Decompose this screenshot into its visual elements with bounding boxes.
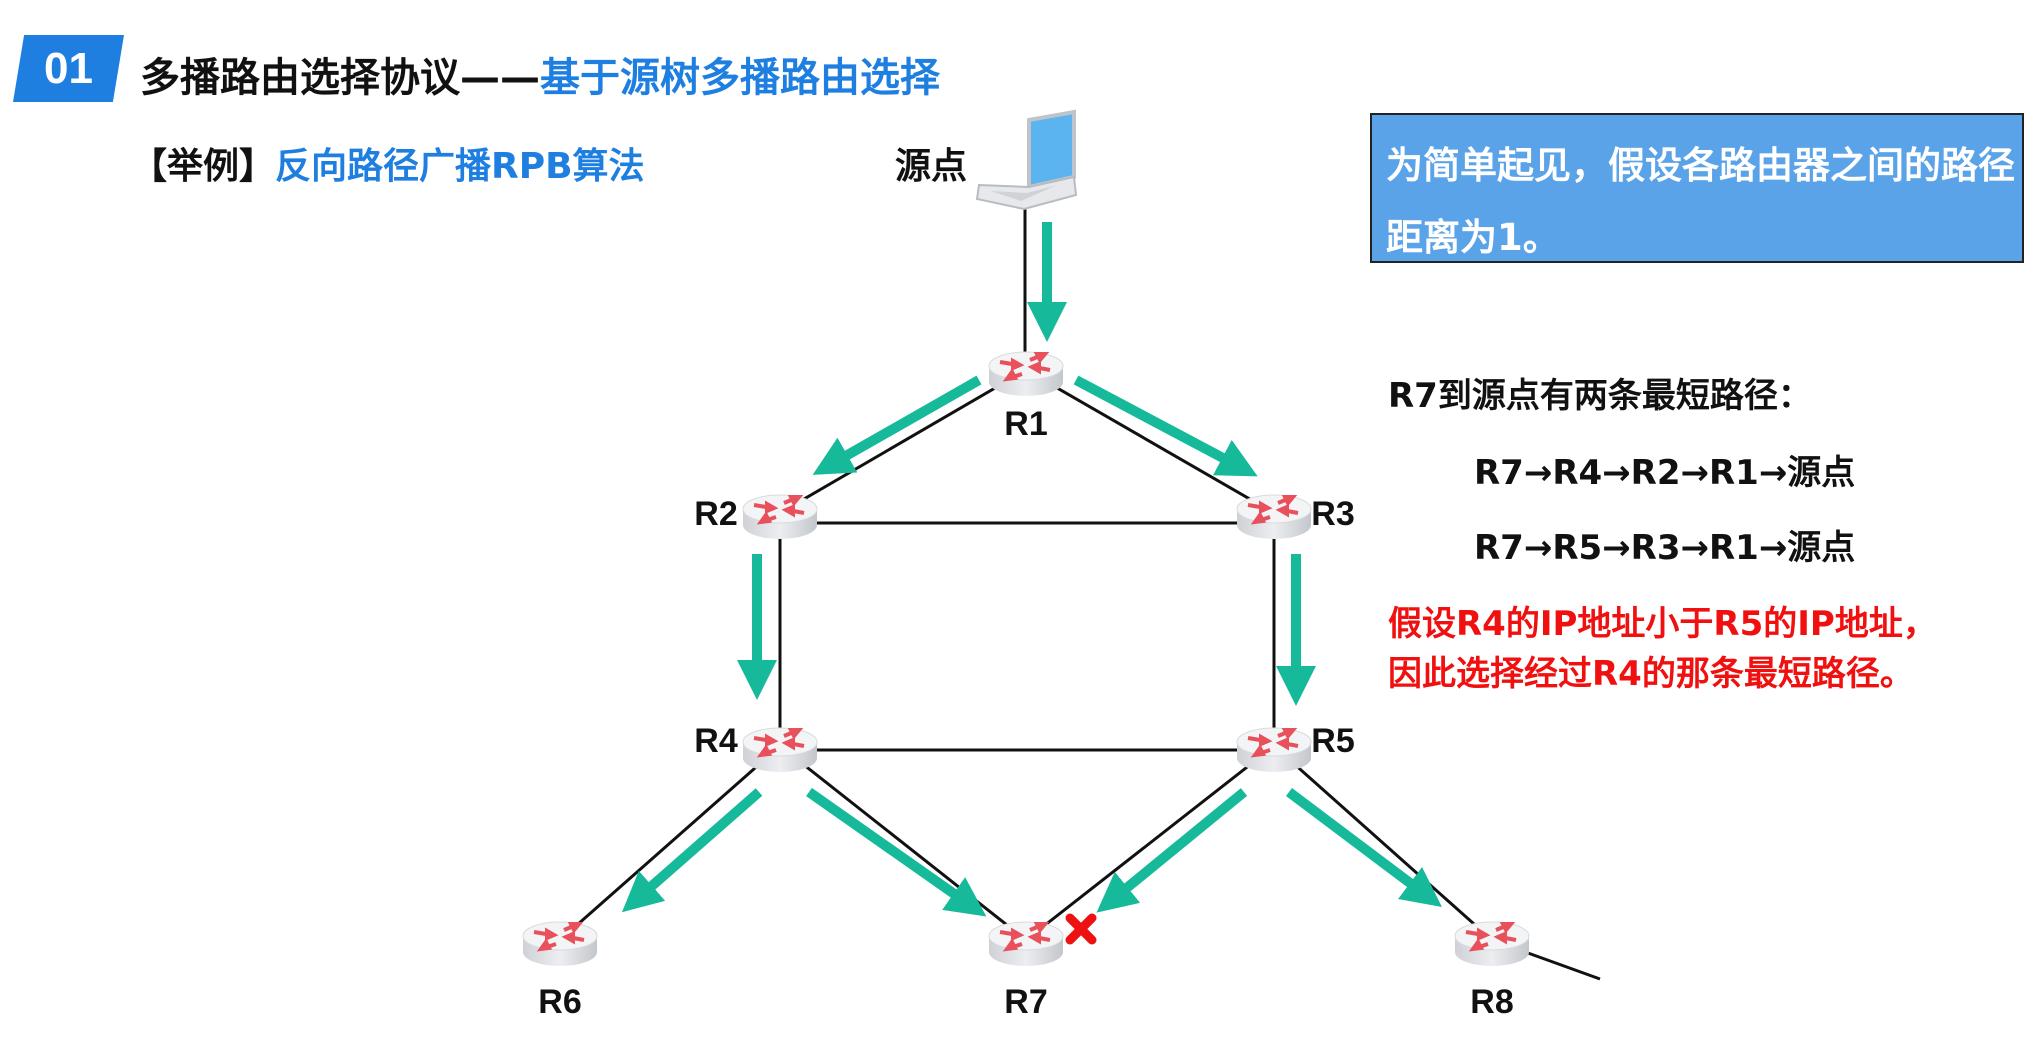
router-label-r7: R7 bbox=[1004, 983, 1047, 1021]
link-r4-r7 bbox=[779, 744, 1027, 942]
link-r1-r2 bbox=[779, 368, 1027, 515]
path-1: R7→R4→R2→R1→源点 bbox=[1474, 453, 1856, 493]
router-label-r6: R6 bbox=[538, 983, 581, 1021]
broadcast-arrows bbox=[621, 222, 1442, 917]
title-sub: 基于源树多播路由选择 bbox=[540, 55, 940, 101]
arrow-r4-r7 bbox=[806, 787, 987, 917]
router-r3 bbox=[1235, 493, 1313, 541]
source-label: 源点 bbox=[895, 146, 968, 187]
router-label-r3: R3 bbox=[1311, 495, 1354, 533]
arrow-r5-r8 bbox=[1285, 788, 1442, 908]
page-title: 多播路由选择协议——基于源树多播路由选择 bbox=[140, 45, 940, 103]
router-label-r5: R5 bbox=[1311, 722, 1354, 760]
arrow-r1-r3 bbox=[1073, 375, 1258, 477]
router-label-r2: R2 bbox=[694, 495, 737, 533]
links bbox=[559, 209, 1601, 981]
example-title: 反向路径广播RPB算法 bbox=[275, 146, 645, 187]
example-heading: 【举例】反向路径广播RPB算法 bbox=[131, 137, 645, 189]
router-label-r1: R1 bbox=[1004, 405, 1047, 443]
section-badge: 01 bbox=[13, 35, 124, 102]
path-2: R7→R5→R3→R1→源点 bbox=[1474, 528, 1856, 568]
router-r6 bbox=[521, 920, 599, 968]
router-r2 bbox=[741, 493, 819, 541]
router-label-r4: R4 bbox=[694, 722, 738, 760]
blocked-x-icon bbox=[1065, 913, 1097, 945]
router-r4 bbox=[741, 726, 819, 774]
assumption-note: 为简单起见，假设各路由器之间的路径距离为1。 bbox=[1370, 113, 2024, 263]
link-r1-r3 bbox=[1025, 368, 1275, 515]
router-label-r8: R8 bbox=[1470, 983, 1513, 1021]
conclusion-line-2: 因此选择经过R4的那条最短路径。 bbox=[1388, 654, 1914, 694]
link-r4-r6 bbox=[559, 744, 781, 942]
laptop-icon bbox=[975, 109, 1078, 211]
router-r8 bbox=[1453, 920, 1531, 968]
example-prefix: 【举例】 bbox=[131, 146, 276, 187]
router-r1 bbox=[987, 350, 1065, 398]
title-main: 多播路由选择协议—— bbox=[140, 55, 540, 101]
arrow-r1-r2 bbox=[812, 375, 982, 475]
link-r5-r7 bbox=[1025, 744, 1275, 942]
conclusion-line-1: 假设R4的IP地址小于R5的IP地址， bbox=[1388, 604, 1937, 644]
router-r7 bbox=[987, 920, 1065, 968]
arrow-r5-r7 bbox=[1096, 788, 1248, 913]
link-r5-r8 bbox=[1273, 744, 1493, 942]
router-r5 bbox=[1235, 726, 1313, 774]
info-heading: R7到源点有两条最短路径： bbox=[1388, 376, 1812, 416]
arrow-r4-r6 bbox=[621, 788, 763, 913]
